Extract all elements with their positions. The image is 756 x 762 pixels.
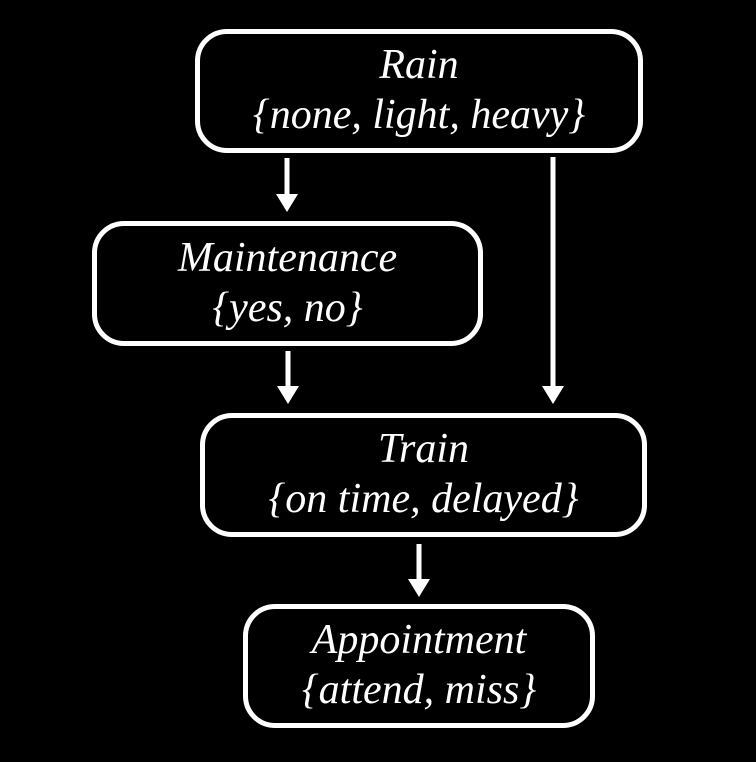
edge-maintenance-to-train-arrow xyxy=(277,351,299,404)
node-appointment: Appointment {attend, miss} xyxy=(243,604,595,728)
node-appointment-values: {attend, miss} xyxy=(301,667,537,713)
arrow-stem xyxy=(284,158,290,196)
node-maintenance-values: {yes, no} xyxy=(212,284,363,331)
edge-train-to-appointment-arrow xyxy=(408,544,430,597)
arrow-stem xyxy=(285,351,291,388)
arrow-stem xyxy=(416,544,422,581)
arrowhead-down-icon xyxy=(277,386,299,404)
node-rain-values: {none, light, heavy} xyxy=(252,92,586,138)
node-rain: Rain {none, light, heavy} xyxy=(195,29,643,153)
node-maintenance: Maintenance {yes, no} xyxy=(92,221,483,346)
edge-rain-to-train-arrow xyxy=(542,157,564,404)
node-train-values: {on time, delayed} xyxy=(268,476,579,522)
arrowhead-down-icon xyxy=(542,386,564,404)
node-rain-label: Rain xyxy=(379,42,459,89)
node-maintenance-label: Maintenance xyxy=(177,234,398,281)
node-train: Train {on time, delayed} xyxy=(200,413,647,537)
node-appointment-label: Appointment xyxy=(311,617,527,664)
node-train-label: Train xyxy=(377,426,470,473)
arrow-stem xyxy=(550,157,556,388)
arrowhead-down-icon xyxy=(408,579,430,597)
arrowhead-down-icon xyxy=(276,194,298,212)
edge-rain-to-maintenance-arrow xyxy=(276,158,298,212)
